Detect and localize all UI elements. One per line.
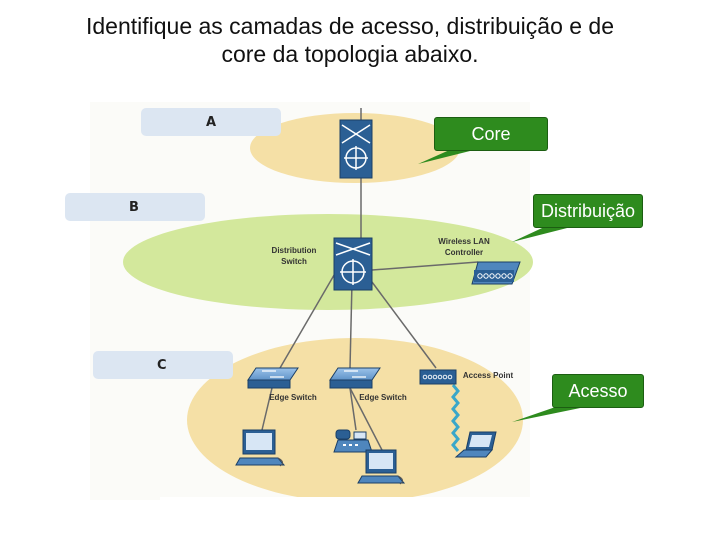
ip-phone-icon <box>333 429 373 453</box>
wlan-controller-label-2: Controller <box>445 248 483 257</box>
title-line-1: Identifique as camadas de acesso, distri… <box>85 13 615 39</box>
distribution-switch-label-1: Distribution <box>272 246 317 255</box>
wlan-controller-label-1: Wireless LAN <box>438 237 490 246</box>
access-point-label: Access Point <box>463 371 514 380</box>
desktop-computer-2-icon <box>357 449 406 485</box>
page-title: Identifique as camadas de acesso, distri… <box>0 12 700 68</box>
layer-label-b-text: B <box>129 200 139 215</box>
edge-switch-2-icon <box>329 367 381 389</box>
layer-label-a: A <box>141 108 281 136</box>
core-switch-icon <box>339 119 373 179</box>
distribution-switch-label-2: Switch <box>281 257 307 266</box>
wireless-signal-icon <box>451 384 460 452</box>
desktop-computer-1-icon <box>235 429 286 467</box>
title-line-2: core da topologia abaixo. <box>221 41 479 67</box>
laptop-icon <box>454 431 497 458</box>
layer-label-b: B <box>65 193 205 221</box>
distribution-switch-icon <box>333 237 373 291</box>
layer-label-a-text: A <box>206 115 217 130</box>
layer-label-c-text: C <box>157 358 167 373</box>
layer-label-c: C <box>93 351 233 379</box>
access-callout-text: Acesso <box>568 380 628 401</box>
edge-switch-2-label: Edge Switch <box>359 393 407 402</box>
core-callout: Core <box>434 117 548 151</box>
edge-switch-1-icon <box>247 367 299 389</box>
network-links <box>261 108 479 451</box>
access-callout: Acesso <box>552 374 644 408</box>
edge-switch-1-label: Edge Switch <box>269 393 317 402</box>
access-point-icon <box>419 369 457 385</box>
distribution-callout-text: Distribuição <box>540 200 636 221</box>
wireless-lan-controller-icon <box>471 261 521 285</box>
distribution-layer-zone <box>123 214 533 310</box>
distribution-callout: Distribuição <box>533 194 643 228</box>
access-zone-bottom-mask <box>160 497 560 540</box>
core-callout-text: Core <box>471 123 511 144</box>
